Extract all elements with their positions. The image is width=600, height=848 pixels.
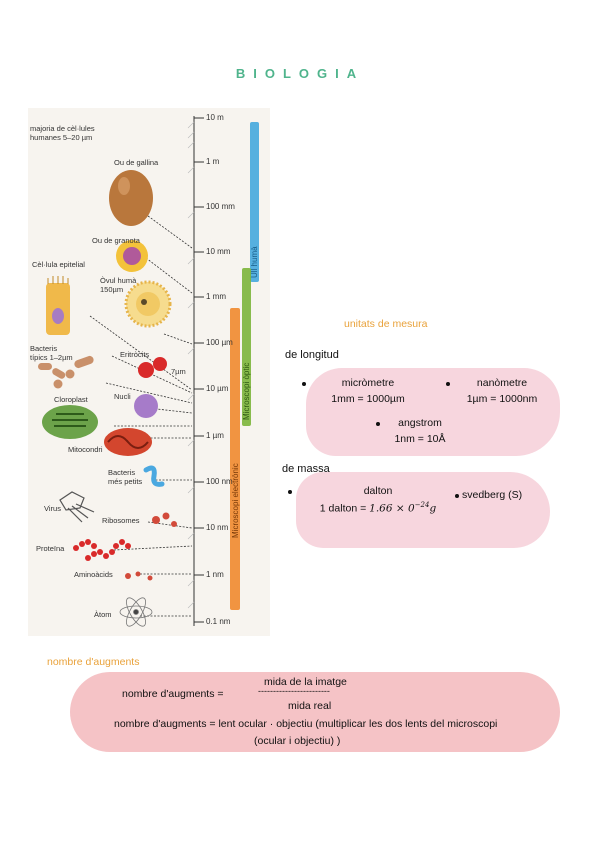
tick-label: 10 nm [206, 523, 229, 532]
small-bacteria-label: Bacteris més petits [108, 468, 143, 486]
nucleus-illustration [134, 394, 158, 418]
tick-label: 10 mm [206, 247, 231, 256]
magnification-denominator: mida real [288, 700, 332, 712]
tick-label: 1 mm [206, 292, 226, 301]
magnification-lhs: nombre d'augments = [122, 688, 224, 700]
mass-units-highlight [296, 472, 550, 548]
nanometre-item: nanòmetre 1µm = 1000nm [452, 376, 552, 408]
ribosomes-illustration [152, 512, 177, 527]
angstrom-eq: 1nm = 10Å [394, 432, 446, 445]
virus-label: Virus [44, 504, 61, 513]
dalton-eq-value: 1.66 × 0 [369, 502, 415, 515]
tick-label: 1 nm [206, 570, 224, 579]
nucleus-label: Nucli [114, 392, 131, 401]
eye-band [250, 122, 259, 282]
hen-egg-illustration [109, 170, 153, 226]
bullet [302, 382, 306, 386]
dalton-item: dalton 1 dalton = 1.66 × 0−24g [308, 484, 448, 517]
eye-band-label: Ull humà [250, 246, 259, 278]
length-units-highlight [306, 368, 560, 456]
magnification-formula-line: nombre d'augments = lent ocular · object… [114, 718, 498, 730]
dalton-eq-prefix: 1 dalton = [319, 502, 370, 515]
dalton-eq: 1 dalton = 1.66 × 0−24g [308, 500, 448, 517]
angstrom-name: angstrom [398, 417, 442, 429]
tick-label: 10 µm [206, 384, 229, 393]
epithelial-cell-illustration [46, 276, 70, 335]
frog-egg-label: Ou de granota [92, 236, 140, 245]
bullet [446, 382, 450, 386]
mitochondrion-illustration [104, 428, 152, 456]
units-heading: unitats de mesura [344, 318, 428, 330]
dalton-name: dalton [363, 485, 393, 497]
bacteria-label: Bacteris típics 1–2µm [30, 344, 73, 362]
size-scale-figure: 10 m 1 m 100 mm 10 mm 1 mm 100 µm 10 µm … [28, 108, 270, 636]
bacteria-illustration [38, 355, 94, 389]
tick-label: 0.1 nm [206, 617, 231, 626]
tick-label: 1 µm [206, 431, 224, 440]
ribosomes-label: Ribosomes [102, 516, 140, 525]
electron-band [230, 308, 240, 610]
bullet [288, 490, 292, 494]
tick-label: 100 mm [206, 202, 235, 211]
scale-diagram [38, 116, 259, 627]
magnification-highlight [70, 672, 560, 752]
chloroplast-label: Cloroplast [54, 395, 88, 404]
dalton-eq-exponent: −24 [414, 500, 430, 509]
tick-label: 1 m [206, 157, 220, 166]
ovum-label: Òvul humà 150µm [100, 276, 137, 294]
optical-band [242, 268, 251, 426]
erythrocytes-label: Eritròcits [120, 350, 150, 359]
nanometre-name: nanòmetre [476, 377, 528, 389]
atom-label: Àtom [94, 610, 112, 619]
erythrocyte-size-label: 7µm [171, 367, 186, 376]
chloroplast-illustration [42, 405, 98, 439]
magnification-fraction-bar: ------------------------ [258, 686, 330, 696]
atom-illustration [119, 597, 153, 627]
bullet [376, 422, 380, 426]
micrometre-item: micròmetre 1mm = 1000µm [318, 376, 418, 408]
protein-label: Proteïna [36, 544, 65, 553]
magnification-numerator: mida de la imatge [264, 676, 347, 688]
amino-acids-label: Aminoàcids [74, 570, 113, 579]
tick-label: 100 µm [206, 338, 233, 347]
epithelial-label: Cèl·lula epitelial [32, 260, 85, 269]
erythrocyte-illustration [138, 362, 154, 378]
electron-band-label: Microscopi electrònic [231, 463, 240, 538]
protein-illustration [73, 539, 131, 561]
svedberg-item: svedberg (S) [462, 489, 523, 501]
dalton-eq-unit: g [429, 502, 437, 515]
tick-label: 10 m [206, 113, 224, 122]
tick-label: 100 nm [206, 477, 233, 486]
virus-illustration [59, 491, 95, 523]
amino-acids-illustration [125, 571, 153, 581]
micrometre-name: micròmetre [341, 377, 395, 389]
bullet [455, 494, 459, 498]
magnification-heading: nombre d'augments [47, 656, 140, 668]
hen-egg-label: Ou de gallina [114, 158, 159, 167]
magnification-formula-note: (ocular i objectiu) ) [254, 735, 341, 747]
micrometre-eq: 1mm = 1000µm [331, 392, 405, 405]
small-bacteria-illustration [143, 465, 165, 487]
length-heading: de longitud [285, 349, 339, 361]
mitochondrion-label: Mitocondri [68, 445, 103, 454]
majority-label: majoria de cèl·lules humanes 5–20 µm [30, 124, 95, 142]
angstrom-item: angstrom 1nm = 10Å [380, 416, 460, 448]
page-title: BIOLOGIA [235, 66, 365, 81]
optical-band-label: Microscopi òptic [242, 362, 251, 420]
nanometre-eq: 1µm = 1000nm [466, 392, 538, 405]
